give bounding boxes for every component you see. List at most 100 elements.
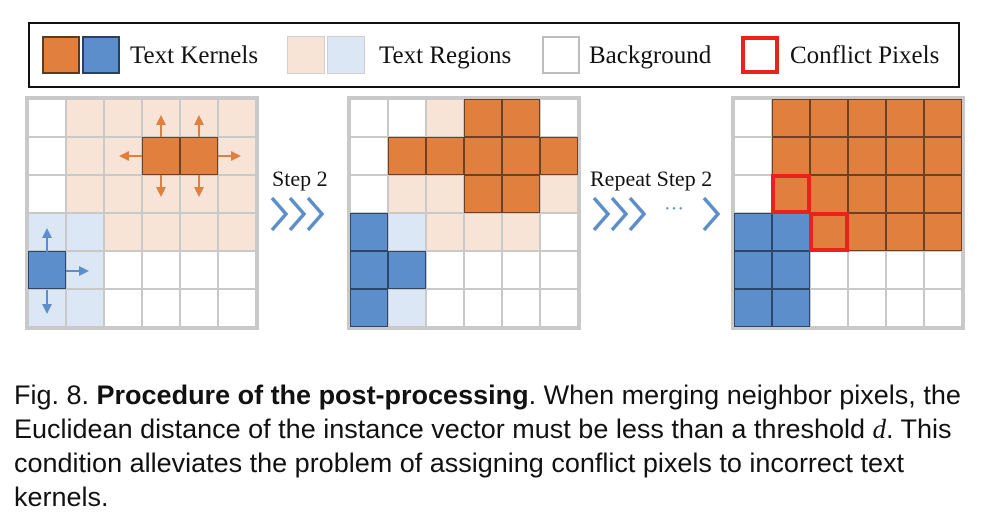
background-cell [218,289,256,327]
orange-kernel-cell [886,175,924,213]
blue-region-cell [28,213,66,251]
orange-kernel-cell [772,137,810,175]
orange-kernel-cell [886,213,924,251]
orange-kernel-cell [426,137,464,175]
region-blue-swatch [327,36,365,74]
blue-kernel-cell [772,289,810,327]
orange-kernel-cell [502,99,540,137]
orange-region-cell [426,213,464,251]
repeat-step-2-label: Repeat Step 2 [590,166,713,191]
orange-kernel-cell [848,137,886,175]
background-cell [426,289,464,327]
background-cell [734,137,772,175]
background-cell [540,99,578,137]
orange-region-cell [180,99,218,137]
background-swatch [542,36,580,74]
orange-kernel-cell [810,137,848,175]
blue-kernel-cell [350,213,388,251]
blue-kernel-cell [28,251,66,289]
orange-kernel-cell [848,175,886,213]
grid-initial [25,96,259,330]
step-2-label: Step 2 [272,166,328,191]
conflict-pixel-cell [809,212,849,252]
blue-region-cell [66,213,104,251]
orange-kernel-cell [848,213,886,251]
orange-kernel-cell [924,213,962,251]
orange-kernel-cell [924,137,962,175]
background-cell [142,251,180,289]
background-cell [540,213,578,251]
orange-kernel-cell [810,175,848,213]
orange-kernel-cell [502,175,540,213]
figure-caption: Fig. 8. Procedure of the post-processing… [14,378,980,514]
orange-kernel-cell [464,137,502,175]
orange-region-cell [502,213,540,251]
orange-region-cell [426,99,464,137]
legend-regions-label: Text Regions [379,42,512,69]
background-cell [810,289,848,327]
background-cell [350,175,388,213]
orange-kernel-cell [540,137,578,175]
legend-background-label: Background [589,42,712,69]
orange-region-cell [180,175,218,213]
orange-kernel-cell [464,99,502,137]
blue-region-cell [388,289,426,327]
blue-kernel-cell [734,213,772,251]
orange-region-cell [388,175,426,213]
grid-after-step-2 [347,96,581,330]
caption-prefix: Fig. 8. [14,380,97,410]
background-cell [28,137,66,175]
blue-region-cell [28,289,66,327]
orange-region-cell [142,213,180,251]
blue-region-cell [66,251,104,289]
orange-region-cell [104,175,142,213]
orange-kernel-cell [924,99,962,137]
grid-after-repeat [731,96,965,330]
orange-region-cell [218,137,256,175]
background-cell [350,137,388,175]
blue-kernel-cell [734,251,772,289]
orange-kernel-cell [388,137,426,175]
background-cell [180,289,218,327]
orange-region-cell [66,137,104,175]
background-cell [104,251,142,289]
chevrons-icon-2 [592,196,647,232]
blue-kernel-cell [350,251,388,289]
background-cell [886,289,924,327]
orange-region-cell [180,213,218,251]
conflict-swatch [741,36,779,74]
orange-region-cell [218,213,256,251]
background-cell [28,175,66,213]
kernel-orange-swatch [42,36,80,74]
chevron-icon-3 [702,196,721,232]
blue-kernel-cell [388,251,426,289]
background-cell [464,289,502,327]
background-cell [810,251,848,289]
orange-kernel-cell [924,175,962,213]
background-cell [924,289,962,327]
orange-region-cell [142,99,180,137]
orange-region-cell [66,99,104,137]
orange-kernel-cell [810,99,848,137]
orange-region-cell [464,213,502,251]
legend: Text Kernels Text Regions Background Con… [28,22,960,88]
background-cell [502,251,540,289]
orange-kernel-cell [502,137,540,175]
background-cell [924,251,962,289]
region-orange-swatch [287,36,325,74]
orange-region-cell [104,213,142,251]
orange-kernel-cell [772,99,810,137]
background-cell [104,289,142,327]
orange-region-cell [218,175,256,213]
blue-kernel-cell [350,289,388,327]
background-cell [28,99,66,137]
conflict-pixel-cell [771,174,811,214]
orange-kernel-cell [848,99,886,137]
background-cell [502,289,540,327]
blue-kernel-cell [734,289,772,327]
blue-region-cell [388,213,426,251]
orange-kernel-cell [886,137,924,175]
caption-math-d: d [872,414,887,444]
blue-kernel-cell [772,213,810,251]
ellipsis: ··· [664,198,684,220]
